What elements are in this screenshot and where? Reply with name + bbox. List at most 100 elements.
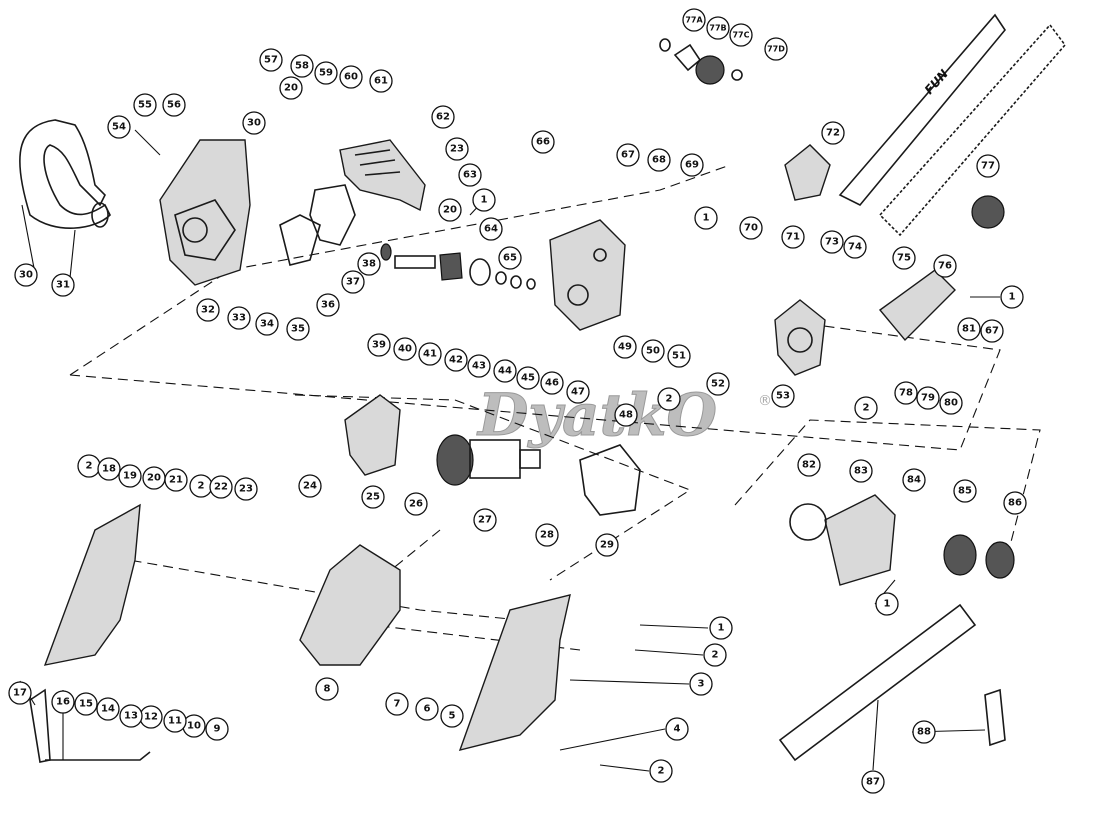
callout-53: 53 — [771, 384, 795, 408]
callout-15: 15 — [74, 692, 98, 716]
callout-43: 43 — [467, 354, 491, 378]
callout-circle — [709, 616, 733, 640]
callout-87: 87 — [861, 770, 885, 794]
callout-68: 68 — [647, 148, 671, 172]
callout-6: 6 — [415, 697, 439, 721]
callout-64: 64 — [479, 217, 503, 241]
callout-circle — [875, 592, 899, 616]
callout-label: 67 — [985, 326, 999, 337]
front-cover — [824, 494, 896, 586]
callout-circle — [953, 479, 977, 503]
callout-circle — [367, 333, 391, 357]
callout-label: 88 — [917, 727, 931, 738]
callout-label: 63 — [463, 170, 477, 181]
callout-circle — [445, 137, 469, 161]
callout-2: 2 — [189, 474, 213, 498]
callout-label: 38 — [362, 259, 376, 270]
callout-circle — [821, 121, 845, 145]
callout-circle — [498, 246, 522, 270]
callout-circle — [404, 492, 428, 516]
leader-lines — [19, 129, 1000, 772]
callout-label: 2 — [86, 461, 93, 472]
callout-5: 5 — [440, 704, 464, 728]
callout-20: 20 — [438, 198, 462, 222]
callout-label: 23 — [450, 144, 464, 155]
callout-80: 80 — [939, 391, 963, 415]
dashed-assembly-lines — [69, 164, 1041, 651]
callout-circle — [8, 681, 32, 705]
callout-23: 23 — [445, 137, 469, 161]
callout-circle — [255, 312, 279, 336]
callout-circle — [458, 163, 482, 187]
watermark-text: DyatkO — [476, 381, 718, 449]
callout-label: 81 — [962, 324, 976, 335]
callout-circle — [849, 459, 873, 483]
callout-label: 64 — [484, 224, 498, 235]
callout-label: 82 — [802, 460, 816, 471]
callout-39: 39 — [367, 333, 391, 357]
callout-label: 56 — [167, 100, 181, 111]
callout-label: 62 — [436, 112, 450, 123]
rear-housing — [159, 139, 251, 286]
callout-82: 82 — [797, 453, 821, 477]
callout-3: 3 — [689, 672, 713, 696]
callout-circle — [14, 263, 38, 287]
callout-79: 79 — [916, 386, 940, 410]
callout-label: 86 — [1008, 498, 1022, 509]
callout-circle — [393, 337, 417, 361]
callout-label: 68 — [652, 155, 666, 166]
callout-label: 84 — [907, 475, 921, 486]
callout-label: 16 — [56, 697, 70, 708]
callout-circle — [613, 335, 637, 359]
callout-circle — [209, 475, 233, 499]
callout-47: 47 — [566, 380, 590, 404]
callout-1: 1 — [709, 616, 733, 640]
callout-circle — [298, 474, 322, 498]
callout-85: 85 — [953, 479, 977, 503]
callout-label: 77B — [709, 24, 726, 33]
callout-circle — [444, 348, 468, 372]
callout-circle — [316, 293, 340, 317]
callout-31: 31 — [51, 273, 75, 297]
callout-circle — [162, 93, 186, 117]
callout-28: 28 — [535, 523, 559, 547]
callout-33: 33 — [227, 306, 251, 330]
callout-label: 65 — [503, 253, 517, 264]
callout-circle — [259, 48, 283, 72]
callout-label: 4 — [674, 724, 681, 735]
callout-circle — [614, 403, 638, 427]
callout-16: 16 — [51, 690, 75, 714]
callout-78: 78 — [894, 381, 918, 405]
callout-label: 10 — [187, 721, 201, 732]
callout-circle — [164, 468, 188, 492]
callout-label: 83 — [854, 466, 868, 477]
callout-label: 47 — [571, 387, 585, 398]
callout-83: 83 — [849, 459, 873, 483]
callout-63: 63 — [458, 163, 482, 187]
motor-cover — [774, 299, 826, 376]
callout-label: 1 — [718, 623, 725, 634]
callout-69: 69 — [680, 153, 704, 177]
callout-circle — [665, 717, 689, 741]
callout-17: 17 — [8, 681, 32, 705]
callout-55: 55 — [133, 93, 157, 117]
brake-guard — [339, 139, 426, 212]
callout-label: 87 — [866, 777, 880, 788]
callout-67: 67 — [980, 319, 1004, 343]
callout-13: 13 — [119, 704, 143, 728]
callout-label: 8 — [324, 684, 331, 695]
callout-circle — [369, 69, 393, 93]
callout-label: 85 — [958, 486, 972, 497]
callout-circle — [118, 464, 142, 488]
callout-2: 2 — [649, 759, 673, 783]
callout-label: 72 — [826, 128, 840, 139]
callout-label: 2 — [198, 481, 205, 492]
callout-7: 7 — [385, 692, 409, 716]
callout-circle — [97, 457, 121, 481]
callout-41: 41 — [418, 342, 442, 366]
callout-circle — [694, 206, 718, 230]
callout-18: 18 — [97, 457, 121, 481]
callout-label: 45 — [521, 373, 535, 384]
callout-label: 34 — [260, 319, 274, 330]
callout-label: 69 — [685, 160, 699, 171]
